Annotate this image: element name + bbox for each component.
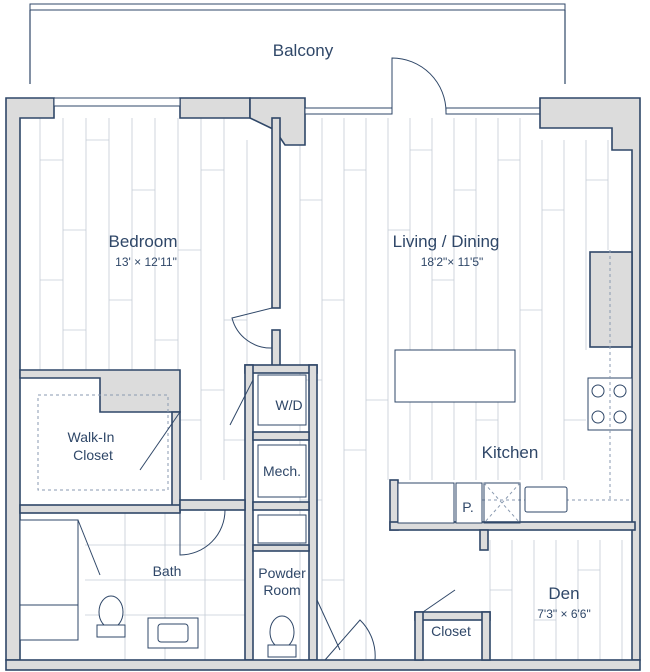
balcony-label: Balcony: [273, 41, 334, 60]
powder-label-line1: Powder: [258, 565, 306, 581]
bath-label: Bath: [153, 563, 182, 579]
walkin-label-line2: Closet: [73, 447, 113, 463]
living-label: Living / Dining: [393, 232, 500, 251]
closet-label: Closet: [431, 623, 471, 639]
washer-dryer: [257, 374, 307, 426]
living-dims: 18'2"× 11'5": [421, 255, 484, 269]
walls: [5, 97, 641, 671]
bath-door-2: [77, 519, 101, 576]
bath-vanity: [147, 617, 199, 649]
kitchen-sink: [524, 486, 568, 513]
wd-label: W/D: [275, 397, 302, 413]
refrigerator: [397, 482, 455, 524]
entry-door: [324, 619, 376, 661]
balcony: Balcony: [29, 3, 566, 113]
powder-sink: [257, 514, 307, 544]
kitchen-island: [394, 349, 516, 403]
closet-door: [139, 411, 181, 471]
powder-door: [316, 599, 341, 651]
floor-planks: [39, 118, 623, 660]
den-dims: 7'3" × 6'6": [537, 607, 590, 621]
closet-shelving: [37, 394, 169, 491]
fixtures: [19, 250, 633, 661]
room-labels: Bedroom 13' × 12'11" Living / Dining 18'…: [68, 232, 591, 639]
wd-door: [229, 379, 254, 426]
walkin-label-line1: Walk-In: [68, 429, 115, 445]
pantry-label: P.: [462, 499, 473, 515]
bedroom-door: [231, 307, 273, 349]
kitchen-label: Kitchen: [482, 443, 539, 462]
bathtub: [19, 519, 79, 641]
mechanical: [257, 444, 307, 498]
powder-label-line2: Room: [263, 582, 300, 598]
bath-door: [179, 509, 226, 556]
bedroom-dims: 13' × 12'11": [115, 255, 177, 269]
pantry: [455, 482, 483, 524]
mech-label: Mech.: [263, 463, 301, 479]
balcony-door-swing: [391, 57, 447, 113]
dishwasher: [483, 482, 521, 524]
den-label: Den: [548, 584, 579, 603]
powder-toilet: [269, 615, 295, 649]
den-closet-door: [422, 589, 456, 613]
bath-toilet: [98, 595, 124, 629]
bedroom-label: Bedroom: [109, 232, 178, 251]
